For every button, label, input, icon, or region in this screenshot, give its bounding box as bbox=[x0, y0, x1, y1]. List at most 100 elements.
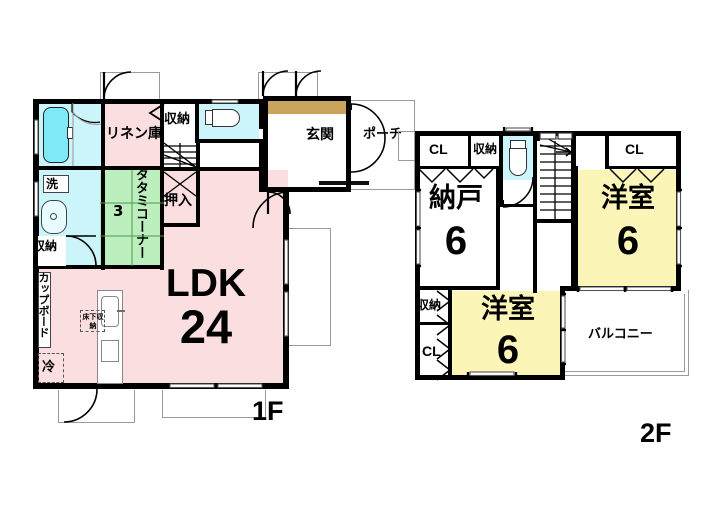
wall2-stairs-right bbox=[571, 131, 576, 291]
cl-right-label: CL bbox=[625, 141, 644, 157]
wall2-toilet-right bbox=[533, 131, 537, 206]
wall-linen-bottom bbox=[101, 166, 164, 170]
wall-right-seg bbox=[283, 187, 289, 233]
toilet2f-bowl bbox=[509, 148, 527, 176]
wall-entry-bottom bbox=[263, 187, 351, 192]
bath-shower-partition bbox=[67, 127, 73, 139]
cl-lower-label: CL bbox=[422, 343, 441, 359]
nando-size-label: 6 bbox=[444, 219, 468, 263]
wall2-nando-right bbox=[496, 166, 500, 290]
fridge-box bbox=[38, 353, 64, 383]
top-outline-top bbox=[100, 72, 160, 73]
wall-outer-left bbox=[33, 99, 39, 389]
wall-top-c bbox=[199, 99, 265, 104]
wall-top-entry bbox=[263, 96, 351, 101]
balcony-outline-right bbox=[688, 290, 689, 376]
wall2-cl-left-bottom bbox=[415, 166, 500, 169]
terrace-outline-right bbox=[330, 228, 331, 346]
wall-stairs-bottom bbox=[160, 167, 200, 171]
wall-bath-right bbox=[101, 99, 105, 170]
closet-mid-label: 収納 bbox=[473, 142, 498, 156]
top-outline2-left bbox=[258, 72, 259, 99]
toilet2f-floor bbox=[503, 180, 533, 204]
wall2-cl-divider bbox=[468, 136, 471, 167]
wall-outer-right-ldk bbox=[283, 228, 289, 388]
wall-linen-right bbox=[160, 99, 164, 170]
floor-1-tag: 1F bbox=[252, 396, 284, 426]
wall2-bedroom-right-bottom bbox=[563, 286, 681, 291]
wall-oshiire-bottom bbox=[160, 223, 200, 227]
bedroom-right-label: 洋室 bbox=[601, 183, 655, 214]
storage-left-label: 収納 bbox=[33, 239, 58, 253]
terrace-outline-top bbox=[288, 228, 331, 229]
top-outline2-right bbox=[317, 72, 318, 99]
porch-outline-top bbox=[310, 100, 415, 101]
washroom-label: 洗 bbox=[46, 177, 59, 191]
left-outdoor-bottom bbox=[398, 160, 416, 161]
entrance-label: 玄関 bbox=[306, 127, 334, 143]
wall2-hall-left bbox=[533, 206, 537, 293]
porch-step-line bbox=[319, 181, 369, 185]
kitchen-faucet bbox=[117, 310, 125, 312]
kitchen-stove bbox=[101, 340, 119, 362]
wall2-stairs-left bbox=[537, 131, 540, 141]
cupboard-label: カップボード bbox=[37, 272, 50, 338]
left-outdoor-top bbox=[398, 131, 416, 132]
wall-entry-right bbox=[346, 96, 351, 192]
bottom-entry-outline bbox=[58, 390, 59, 423]
porch-outline-bottom bbox=[310, 189, 415, 190]
toilet-bowl bbox=[212, 109, 240, 127]
wall-toilet-bottom bbox=[195, 139, 263, 143]
wall-right-connect bbox=[259, 187, 289, 192]
ldk-label: LDK bbox=[165, 262, 247, 305]
closet-top-label: 収納 bbox=[164, 112, 191, 127]
bottom-entry-outline2 bbox=[58, 422, 135, 423]
porch-outline-right bbox=[414, 100, 415, 190]
top-outline2-top bbox=[258, 72, 318, 73]
bedroom-right-fill bbox=[578, 170, 678, 286]
tatami-size-label: 3 bbox=[113, 202, 124, 220]
washer-box bbox=[43, 175, 69, 193]
wall-entry-left bbox=[263, 96, 268, 192]
wall2-outer-top bbox=[415, 131, 681, 136]
balcony-outline-right2 bbox=[684, 294, 685, 372]
wall-stairs-left bbox=[160, 139, 164, 171]
tatami-corner-label: タタミコーナー bbox=[133, 168, 148, 259]
wall-washroom-right bbox=[101, 170, 105, 270]
wall-right-upper bbox=[259, 99, 264, 129]
wall2-nando-bottom bbox=[415, 286, 500, 290]
cl-left-label: CL bbox=[429, 141, 448, 157]
wall-right-mid bbox=[259, 141, 264, 189]
wall-oshiire-left bbox=[160, 167, 164, 227]
entrance-wood-strip bbox=[265, 100, 351, 114]
wall-bath-bottom bbox=[33, 166, 105, 170]
bedroom-lower-size-label: 6 bbox=[496, 328, 520, 372]
wall2-outer-right-lower bbox=[560, 286, 565, 380]
closet-lower-label: 収納 bbox=[417, 298, 442, 312]
left-outdoor-left bbox=[398, 131, 399, 161]
terrace-outline-bottom bbox=[288, 345, 331, 346]
top-outline-left bbox=[100, 72, 101, 99]
bedroom-lower-label: 洋室 bbox=[481, 294, 535, 325]
wall2-closet-right bbox=[499, 131, 503, 206]
balcony-label: バルコニー bbox=[588, 327, 653, 342]
bathtub-fill bbox=[43, 107, 69, 163]
toilet2f-tank bbox=[510, 140, 526, 149]
porch-label: ポーチ bbox=[363, 127, 403, 142]
wall-corridor-bottom bbox=[196, 167, 264, 171]
vanity-drain bbox=[50, 213, 57, 220]
tatami-fill bbox=[100, 170, 164, 267]
wall2-outer-right-top bbox=[676, 131, 681, 290]
ldk-fill bbox=[38, 267, 288, 386]
bottom-entry-outline3 bbox=[134, 390, 135, 423]
oshiire-label: 押入 bbox=[164, 193, 192, 209]
wall2-cl-right-left bbox=[605, 131, 609, 169]
ldk-size-label: 24 bbox=[179, 300, 233, 353]
wall2-lower-closet-div bbox=[415, 322, 451, 325]
wall2-lower-closet-right bbox=[448, 290, 452, 380]
wall-stair-right bbox=[196, 139, 200, 171]
toilet-tank bbox=[205, 110, 213, 125]
underfloor-storage-box bbox=[80, 310, 105, 332]
wall-oshiire-right bbox=[196, 167, 200, 227]
storage-left-box bbox=[38, 236, 66, 266]
